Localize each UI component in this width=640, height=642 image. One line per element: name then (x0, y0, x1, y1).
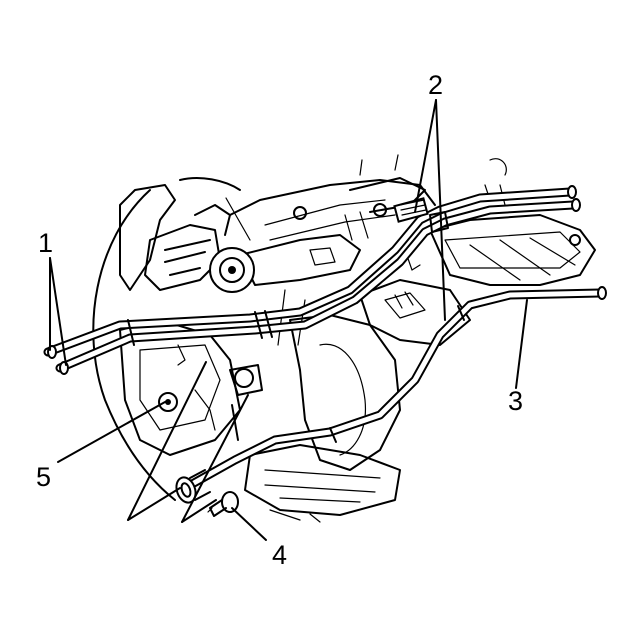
cooler-lines (43, 185, 607, 493)
cooler-line-fitting (175, 469, 211, 504)
line-bracket (393, 197, 449, 233)
fitting-bolt (207, 491, 239, 517)
callout-1: 1 (38, 228, 53, 258)
callout-3: 3 (508, 386, 523, 416)
transmission-housing (92, 154, 596, 523)
starter-motor (144, 197, 255, 293)
callout-4: 4 (272, 540, 287, 570)
callout-5: 5 (36, 462, 51, 492)
leader-lines (49, 99, 528, 541)
callout-2: 2 (428, 70, 443, 100)
